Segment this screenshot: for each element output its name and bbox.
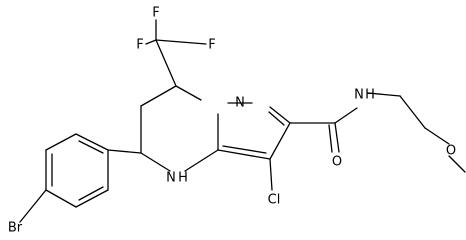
- bond-c3-cl: [269, 158, 273, 191]
- bond-c5-aryl: [107, 149, 142, 154]
- atom-label-f2: F: [152, 6, 159, 21]
- bond-c7-c6: [140, 85, 177, 107]
- bond-carbonyl-o: [334, 122, 340, 153]
- atom-label-n-ring: N: [235, 96, 245, 111]
- bond-aryl-br: [19, 189, 47, 223]
- bond-carbonyl-o-double: [328, 124, 333, 153]
- bond-c2-c3: [269, 122, 291, 160]
- atom-label-h-amide: H: [365, 88, 375, 103]
- atom-label-o-carbonyl: O: [332, 155, 342, 170]
- bond-n4-c3a: [184, 149, 219, 172]
- bond-carbonyl-nh: [334, 107, 358, 124]
- atom-label-n4: N: [166, 171, 176, 186]
- atom-labels: F F F N N H N H O O Cl Br: [8, 6, 456, 236]
- bond-aryl-5: [75, 189, 109, 208]
- bond-n2-c2: [269, 106, 291, 124]
- atom-label-f1: F: [136, 38, 143, 53]
- bond-c3-c3a: [217, 149, 271, 160]
- bond-ch2-ch2: [399, 95, 426, 129]
- atom-label-br: Br: [8, 221, 23, 236]
- atom-label-h4: H: [178, 171, 188, 186]
- bond-lines: [19, 19, 466, 223]
- atom-label-o-ether: O: [446, 144, 456, 159]
- bond-cf3-f1: [145, 39, 157, 45]
- atom-label-n-amide: N: [354, 88, 364, 103]
- bond-c7-n1: [175, 85, 202, 101]
- bond-c7-cf3: [155, 39, 177, 87]
- bond-aryl-inner-1: [78, 140, 104, 154]
- bond-aryl-1: [75, 133, 109, 151]
- bond-c3-c3a-inner: [222, 145, 267, 154]
- bond-n2-c2-inner: [268, 111, 285, 126]
- bond-aryl-4: [45, 189, 77, 208]
- bond-aryl-2: [45, 133, 77, 151]
- bond-nh-ch2: [367, 92, 401, 97]
- bond-cf3-f3: [155, 39, 207, 45]
- atom-label-f3: F: [208, 38, 215, 53]
- bond-o-ch3: [448, 155, 466, 173]
- atom-label-cl: Cl: [268, 193, 281, 208]
- bond-ch2-o: [424, 127, 450, 145]
- bond-c5-n4: [140, 152, 171, 172]
- bond-aryl-inner-3: [78, 186, 104, 201]
